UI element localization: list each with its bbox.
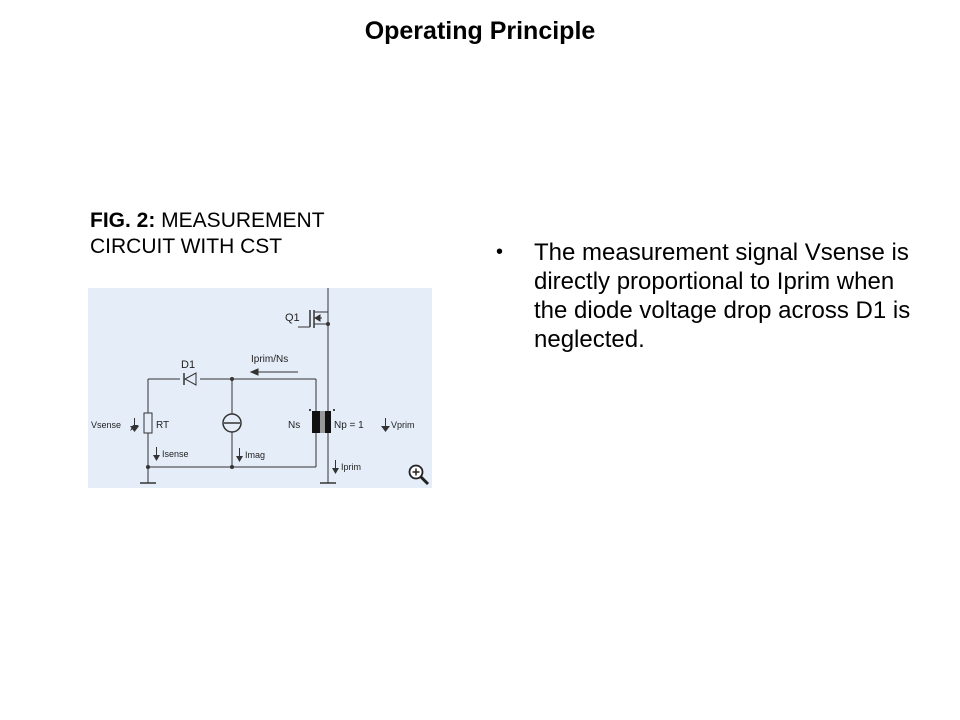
down-arrows bbox=[130, 425, 390, 474]
label-rt: RT bbox=[156, 420, 169, 431]
wires bbox=[140, 288, 336, 484]
label-vsense: Vsense bbox=[91, 420, 121, 430]
figure-caption-prefix: FIG. 2: bbox=[90, 209, 156, 232]
label-imag: Imag bbox=[245, 450, 265, 460]
label-q1: Q1 bbox=[285, 312, 300, 324]
junction-dots bbox=[146, 322, 330, 469]
bullet-text: The measurement signal Vsense is directl… bbox=[534, 239, 911, 353]
slide-title: Operating Principle bbox=[364, 17, 596, 45]
circuit-diagram: Q1 D1 Iprim/Ns Vsense RT Isense Imag Ns … bbox=[88, 288, 432, 488]
label-vprim: Vprim bbox=[391, 420, 415, 430]
diode-d1 bbox=[180, 372, 200, 386]
label-ns: Ns bbox=[288, 420, 300, 431]
figure-caption: FIG. 2: MEASUREMENT CIRCUIT WITH CST bbox=[90, 208, 410, 260]
label-isense: Isense bbox=[162, 449, 189, 459]
down-arrow-stems bbox=[134, 418, 386, 469]
current-arrow bbox=[249, 368, 298, 376]
magnifier-plus-icon[interactable] bbox=[408, 464, 430, 486]
label-iprim-ns: Iprim/Ns bbox=[251, 354, 288, 365]
label-iprim: Iprim bbox=[341, 462, 361, 472]
mosfet-q1 bbox=[298, 292, 329, 328]
bullet-item: • The measurement signal Vsense is direc… bbox=[496, 238, 916, 354]
bullet-list: • The measurement signal Vsense is direc… bbox=[496, 238, 916, 354]
label-d1: D1 bbox=[181, 359, 195, 371]
resistor-rt bbox=[143, 412, 153, 434]
transformer bbox=[309, 409, 335, 433]
figure-caption-text: MEASUREMENT CIRCUIT WITH CST bbox=[90, 209, 325, 258]
bullet-marker: • bbox=[496, 241, 504, 263]
label-np: Np = 1 bbox=[334, 420, 364, 431]
current-source bbox=[222, 413, 242, 433]
